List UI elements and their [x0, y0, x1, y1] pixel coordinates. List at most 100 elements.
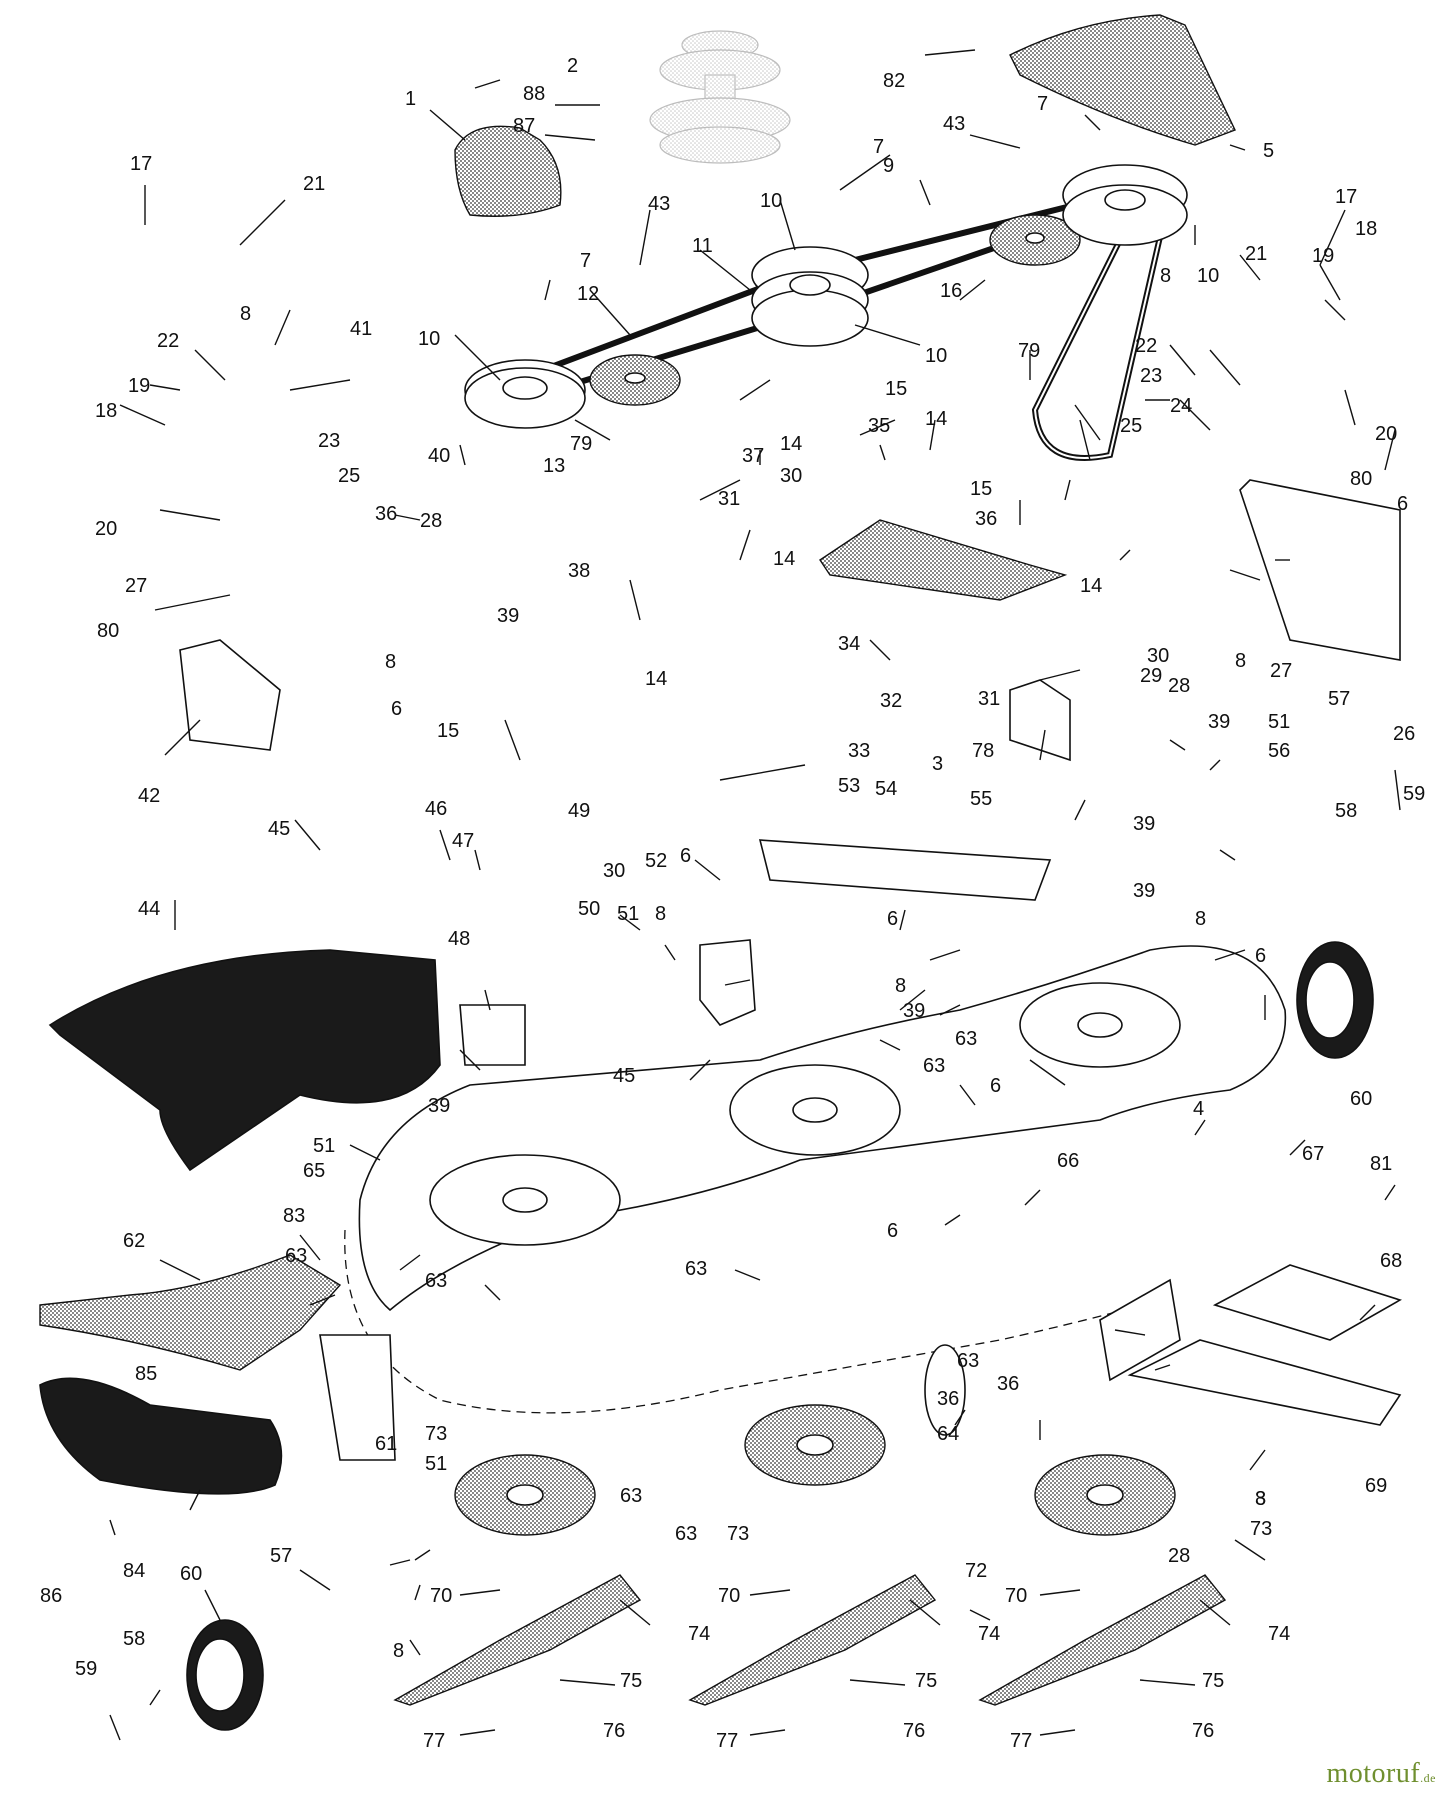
callout-13: 13: [543, 455, 565, 477]
callout-17: 17: [130, 153, 152, 175]
callout-11: 11: [692, 235, 713, 257]
discharge-chute: [48, 949, 441, 1172]
callout-25: 25: [338, 465, 360, 487]
callout-42: 42: [138, 785, 160, 807]
callout-75: 75: [1202, 1670, 1224, 1692]
callout-48: 48: [448, 928, 470, 950]
callout-43: 43: [943, 113, 965, 135]
callout-40: 40: [428, 445, 450, 467]
callout-8: 8: [240, 303, 251, 325]
callout-6: 6: [1255, 945, 1266, 967]
callout-19: 19: [128, 375, 150, 397]
callout-41: 41: [350, 318, 372, 340]
callout-22: 22: [1135, 335, 1157, 357]
callout-20: 20: [95, 518, 117, 540]
callout-39: 39: [428, 1095, 450, 1117]
callout-70: 70: [1005, 1585, 1027, 1607]
watermark-tld: .de: [1420, 1771, 1436, 1785]
callout-58: 58: [123, 1628, 145, 1650]
deflector: [39, 1254, 342, 1371]
callout-88: 88: [523, 83, 545, 105]
callout-57: 57: [1328, 688, 1350, 710]
front-hood: [39, 1377, 283, 1495]
callout-28: 28: [420, 510, 442, 532]
callout-61: 61: [375, 1433, 397, 1455]
callout-63: 63: [675, 1523, 697, 1545]
blade-assemblies: [393, 1404, 1227, 1706]
callout-32: 32: [880, 690, 902, 712]
callout-31: 31: [978, 688, 1000, 710]
callout-23: 23: [1140, 365, 1162, 387]
callout-73: 73: [727, 1523, 749, 1545]
callout-46: 46: [425, 798, 447, 820]
callout-28: 28: [1168, 675, 1190, 697]
callout-24: 24: [1170, 395, 1192, 417]
callout-22: 22: [157, 330, 179, 352]
callout-70: 70: [430, 1585, 452, 1607]
callout-8: 8: [655, 903, 666, 925]
callout-7: 7: [873, 136, 884, 158]
callout-6: 6: [391, 698, 402, 720]
callout-63: 63: [685, 1258, 707, 1280]
callout-75: 75: [915, 1670, 937, 1692]
callout-63: 63: [425, 1270, 447, 1292]
callout-34: 34: [838, 633, 860, 655]
callout-27: 27: [125, 575, 147, 597]
callout-74: 74: [688, 1623, 710, 1645]
gauge-wheels: [186, 941, 1374, 1731]
callout-30: 30: [1147, 645, 1169, 667]
callout-6: 6: [680, 845, 691, 867]
callout-10: 10: [418, 328, 440, 350]
callout-51: 51: [1268, 711, 1290, 733]
callout-37: 37: [742, 445, 764, 467]
callout-8: 8: [1160, 265, 1171, 287]
callout-87: 87: [513, 115, 535, 137]
callout-9: 9: [883, 155, 894, 177]
callout-63: 63: [957, 1350, 979, 1372]
callout-20: 20: [1375, 423, 1397, 445]
callout-6: 6: [1397, 493, 1408, 515]
callout-77: 77: [1010, 1730, 1032, 1752]
callout-56: 56: [1268, 740, 1290, 762]
callout-30: 30: [603, 860, 625, 882]
watermark-name: motoruf: [1326, 1758, 1421, 1789]
callout-15: 15: [437, 720, 459, 742]
callout-21: 21: [1245, 243, 1267, 265]
callout-76: 76: [603, 1720, 625, 1742]
callout-66: 66: [1057, 1150, 1079, 1172]
misc-parts: [319, 1004, 1402, 1461]
callout-labels: 1 2 88 87 82 5 43 7 7 9 17 21 43 10 10 1…: [40, 55, 1425, 1752]
callout-75: 75: [620, 1670, 642, 1692]
callout-72: 72: [965, 1560, 987, 1582]
ghost-spindle: [649, 30, 791, 164]
callout-53: 53: [838, 775, 860, 797]
callout-35: 35: [868, 415, 890, 437]
callout-10: 10: [1197, 265, 1219, 287]
callout-86: 86: [40, 1585, 62, 1607]
callout-47: 47: [452, 830, 474, 852]
callout-8: 8: [895, 975, 906, 997]
callout-51: 51: [313, 1135, 335, 1157]
callout-6: 6: [990, 1075, 1001, 1097]
callout-58: 58: [1335, 800, 1357, 822]
callout-63: 63: [285, 1245, 307, 1267]
callout-76: 76: [903, 1720, 925, 1742]
callout-81: 81: [1370, 1153, 1392, 1175]
callout-14: 14: [773, 548, 795, 570]
callout-51: 51: [425, 1453, 447, 1475]
callout-3: 3: [932, 753, 943, 775]
callout-8: 8: [393, 1640, 404, 1662]
callout-67: 67: [1302, 1143, 1324, 1165]
callout-74: 74: [1268, 1623, 1290, 1645]
callout-59: 59: [1403, 783, 1425, 805]
callout-2: 2: [567, 55, 578, 77]
callout-78: 78: [972, 740, 994, 762]
callout-31: 31: [718, 488, 740, 510]
callout-12: 12: [577, 283, 599, 305]
callout-17: 17: [1335, 186, 1357, 208]
callout-10: 10: [925, 345, 947, 367]
pulley-cover: [454, 125, 562, 217]
callout-15: 15: [970, 478, 992, 500]
callout-25: 25: [1120, 415, 1142, 437]
callout-36: 36: [997, 1373, 1019, 1395]
